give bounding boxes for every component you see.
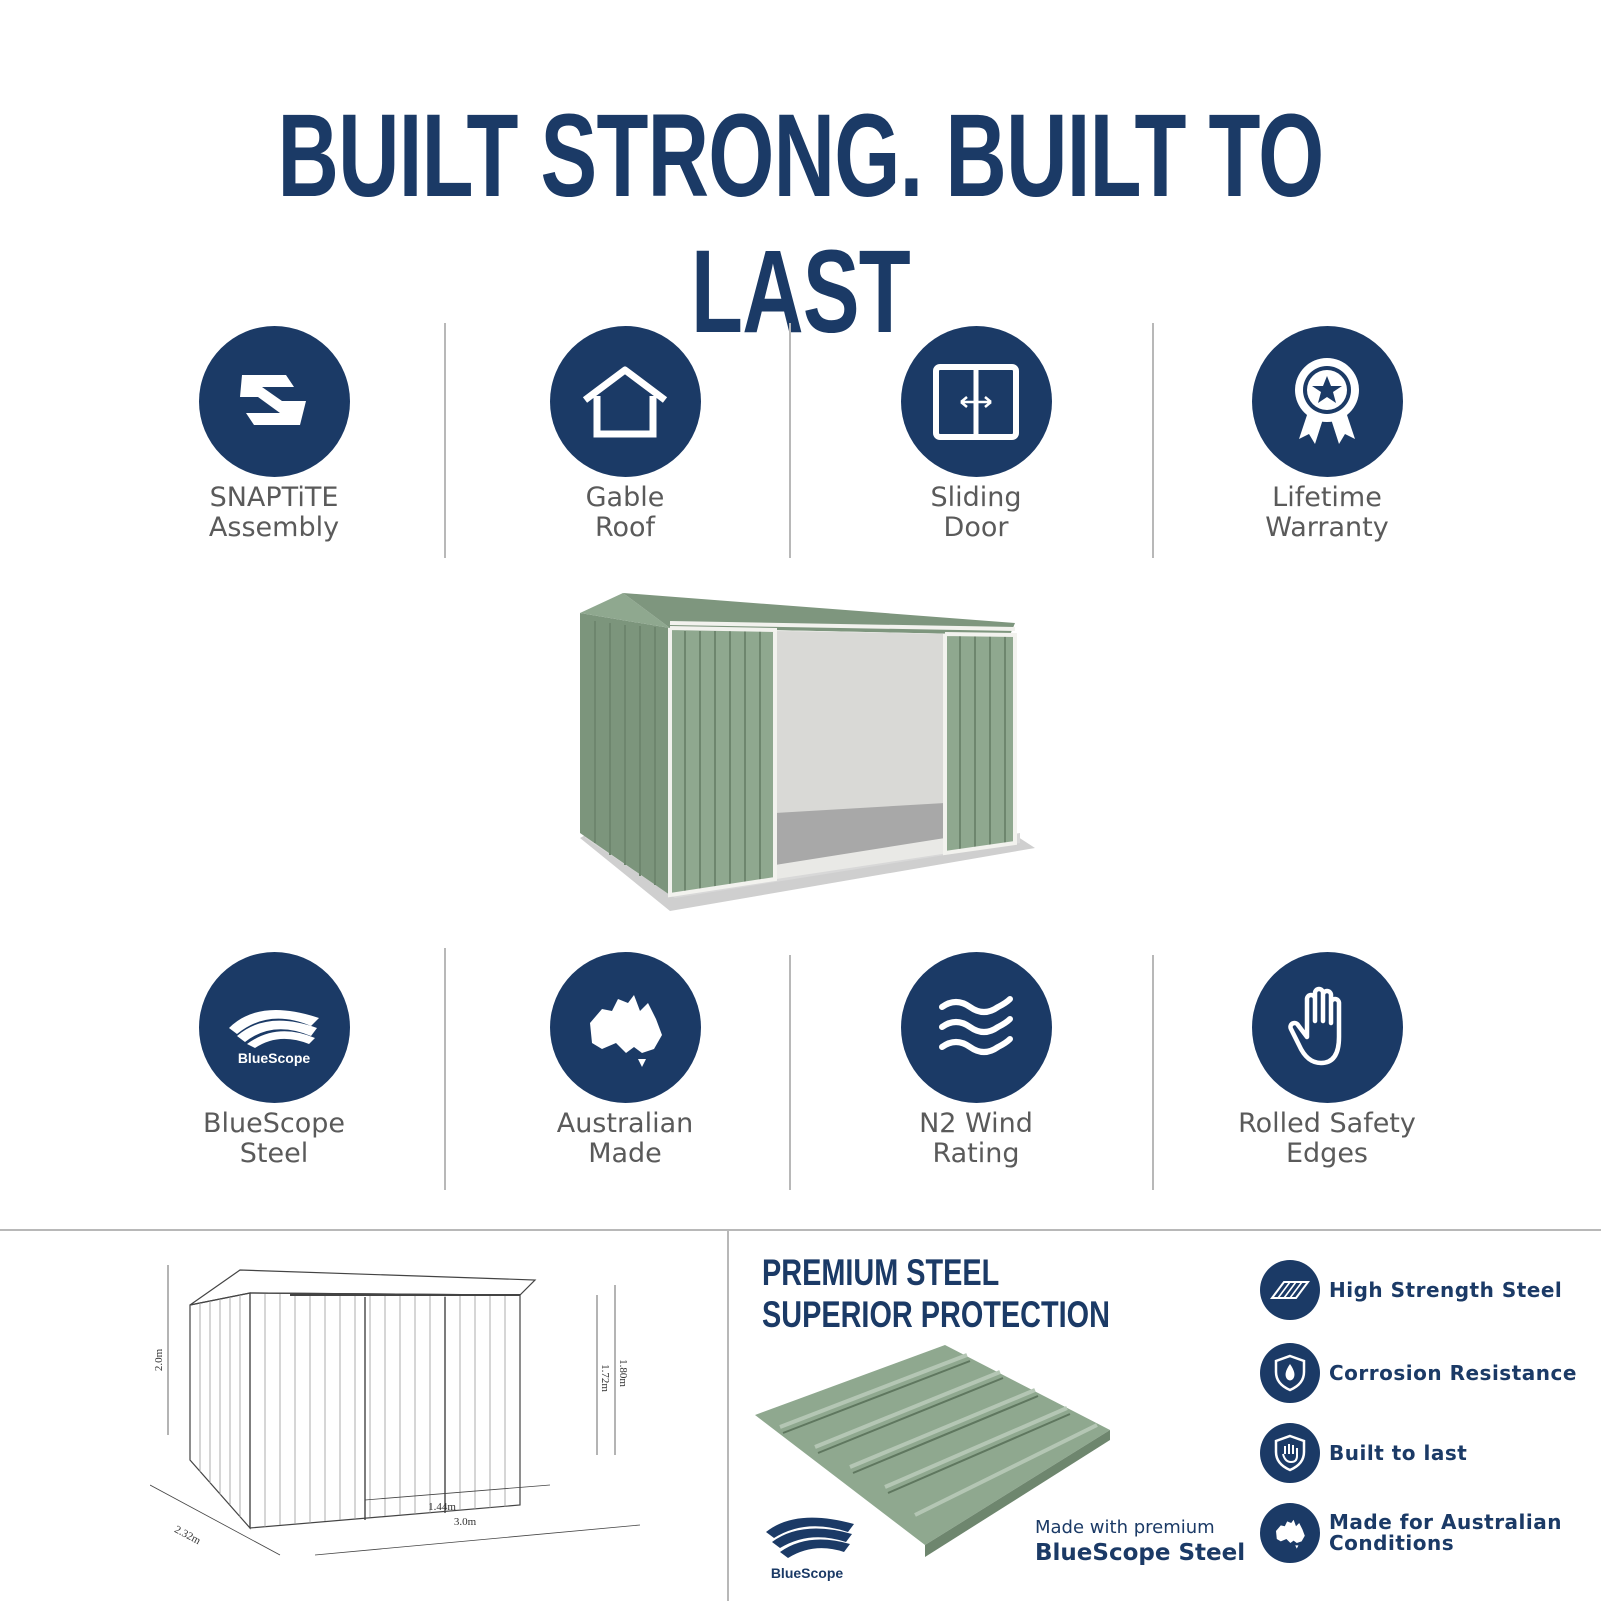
divider <box>789 323 791 558</box>
svg-text:2.32m: 2.32m <box>172 1524 203 1548</box>
section-divider <box>0 1229 1601 1231</box>
divider <box>789 955 791 1190</box>
benefit-built-to-last: Built to last <box>1260 1423 1467 1483</box>
dimension-drawing: 2.0m 1.80m 1.72m 1.44m 3.0m 2.32m <box>150 1265 641 1556</box>
shield-hand-icon <box>1260 1423 1320 1483</box>
steel-sheet-icon <box>1260 1260 1320 1320</box>
divider <box>444 948 446 1190</box>
bluescope-logo: BlueScope <box>766 1517 854 1581</box>
bluescope-logo-icon: BlueScope <box>198 952 350 1103</box>
svg-text:1.80m: 1.80m <box>617 1359 629 1387</box>
wind-icon <box>900 952 1052 1103</box>
svg-text:BlueScope: BlueScope <box>238 1050 311 1066</box>
australia-map-icon <box>549 952 701 1103</box>
benefit-high-strength-steel: High Strength Steel <box>1260 1260 1562 1320</box>
house-icon <box>549 326 701 477</box>
snaptite-icon <box>198 326 350 477</box>
australia-map-icon <box>1260 1503 1320 1563</box>
svg-text:1.72m: 1.72m <box>599 1364 611 1392</box>
made-with-bluescope: Made with premium BlueScope Steel <box>1035 1517 1246 1566</box>
award-ribbon-icon <box>1251 326 1403 477</box>
svg-text:2.0m: 2.0m <box>153 1348 165 1371</box>
svg-text:3.0m: 3.0m <box>454 1516 477 1528</box>
shed-image <box>580 593 1035 911</box>
section-divider-vertical <box>727 1231 729 1601</box>
svg-text:1.44m: 1.44m <box>428 1501 456 1513</box>
hand-icon <box>1251 952 1403 1103</box>
divider <box>1152 955 1154 1190</box>
steel-sheet-image <box>755 1345 1110 1557</box>
sliding-door-icon <box>900 326 1052 477</box>
headline: BUILT STRONG. BUILT TO LAST <box>277 90 1324 358</box>
divider <box>1152 323 1154 558</box>
divider <box>444 323 446 558</box>
shield-drop-icon <box>1260 1343 1320 1403</box>
svg-text:BlueScope: BlueScope <box>771 1565 844 1581</box>
premium-steel-title: PREMIUM STEEL SUPERIOR PROTECTION <box>762 1252 1110 1335</box>
benefit-corrosion-resistance: Corrosion Resistance <box>1260 1343 1577 1403</box>
